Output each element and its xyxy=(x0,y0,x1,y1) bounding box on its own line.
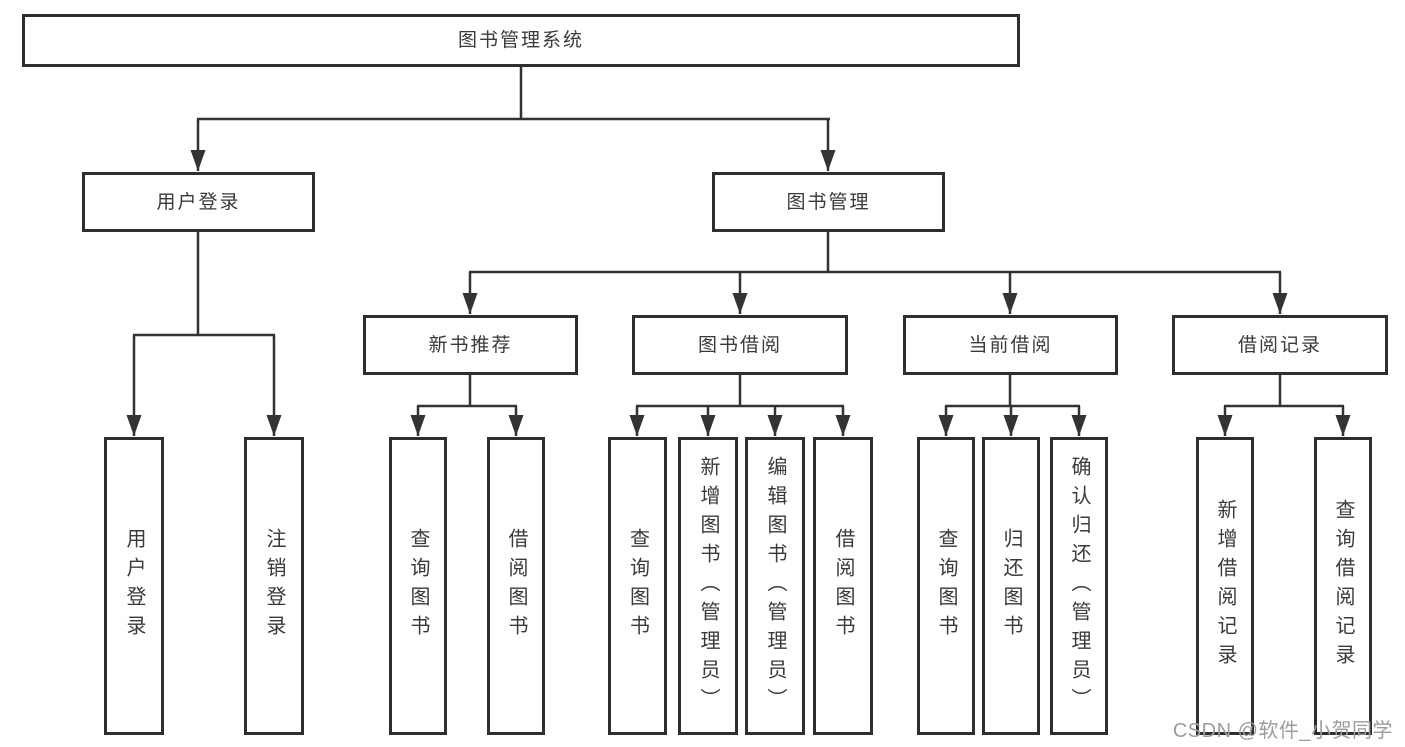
node-label: 确认归还（管理员） xyxy=(1068,455,1090,717)
leaf-query-books-borrow: 查询图书 xyxy=(608,437,667,735)
node-borrow-record: 借阅记录 xyxy=(1172,315,1388,375)
node-label: 借阅图书 xyxy=(832,528,854,644)
node-label: 用户登录 xyxy=(156,191,241,213)
node-label: 图书借阅 xyxy=(697,334,782,356)
node-label: 用户登录 xyxy=(123,528,145,644)
node-label: 新增图书（管理员） xyxy=(697,455,719,717)
leaf-borrow-books: 借阅图书 xyxy=(813,437,873,735)
node-label: 借阅图书 xyxy=(505,528,527,644)
node-label: 注销登录 xyxy=(263,528,285,644)
csdn-watermark: CSDN @软件_小贺同学 xyxy=(1172,720,1393,742)
node-book-management: 图书管理 xyxy=(712,172,945,232)
node-label: 新增借阅记录 xyxy=(1214,499,1236,673)
leaf-borrow-books-recommend: 借阅图书 xyxy=(487,437,545,735)
node-label: 借阅记录 xyxy=(1237,334,1322,356)
node-label: 新书推荐 xyxy=(428,334,513,356)
leaf-query-borrow-record: 查询借阅记录 xyxy=(1314,437,1372,735)
node-user-login: 用户登录 xyxy=(82,172,315,232)
node-label: 查询借阅记录 xyxy=(1332,499,1354,673)
node-book-borrow: 图书借阅 xyxy=(632,315,848,375)
node-root-system: 图书管理系统 xyxy=(22,14,1020,67)
leaf-user-login: 用户登录 xyxy=(104,437,164,735)
leaf-return-books: 归还图书 xyxy=(982,437,1040,735)
leaf-confirm-return-admin: 确认归还（管理员） xyxy=(1050,437,1108,735)
node-label: 归还图书 xyxy=(1000,528,1022,644)
leaf-logout: 注销登录 xyxy=(244,437,304,735)
node-label: 查询图书 xyxy=(935,528,957,644)
node-new-book-recommend: 新书推荐 xyxy=(363,315,578,375)
leaf-query-books-recommend: 查询图书 xyxy=(389,437,447,735)
leaf-add-borrow-record: 新增借阅记录 xyxy=(1196,437,1254,735)
node-label: 查询图书 xyxy=(407,528,429,644)
node-label: 当前借阅 xyxy=(968,334,1053,356)
leaf-add-books-admin: 新增图书（管理员） xyxy=(678,437,738,735)
node-label: 图书管理系统 xyxy=(457,30,584,51)
node-label: 编辑图书（管理员） xyxy=(764,455,786,717)
node-current-borrow: 当前借阅 xyxy=(903,315,1118,375)
node-label: 图书管理 xyxy=(786,191,871,213)
leaf-edit-books-admin: 编辑图书（管理员） xyxy=(745,437,805,735)
node-label: 查询图书 xyxy=(626,528,649,644)
leaf-query-books-current: 查询图书 xyxy=(917,437,975,735)
